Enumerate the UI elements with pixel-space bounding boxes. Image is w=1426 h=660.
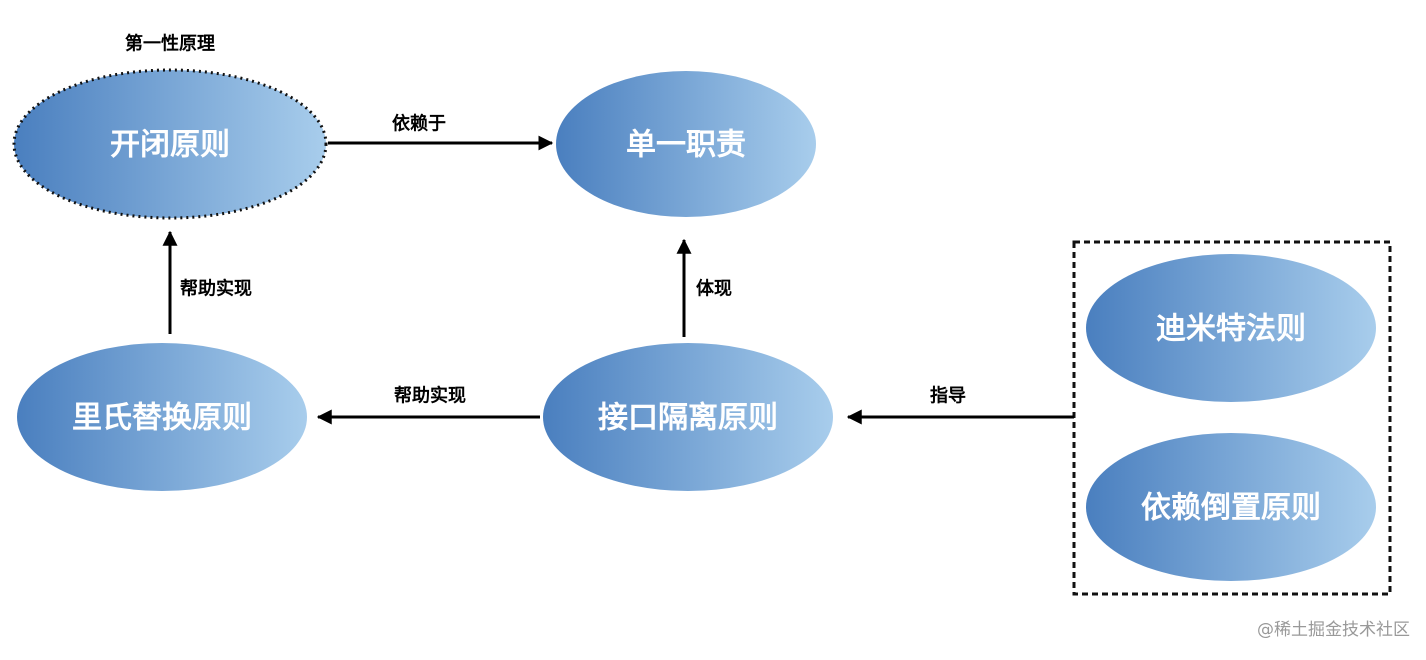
watermark-text: @稀土掘金技术社区: [1257, 620, 1410, 640]
node-liskov: 里氏替换原则: [17, 343, 307, 491]
node-demeter-label: 迪米特法则: [1156, 312, 1306, 347]
edge-guides-label: 指导: [930, 385, 966, 407]
edge-depends-on-label: 依赖于: [392, 113, 446, 135]
edge-guides: 指导: [846, 385, 1074, 425]
edge-depends-on: 依赖于: [328, 113, 554, 151]
edge-helps-realize-vertical: 帮助实现: [162, 230, 252, 334]
node-open-closed-label: 开闭原则: [110, 128, 230, 163]
node-liskov-label: 里氏替换原则: [72, 401, 252, 436]
node-dependency-inversion-label: 依赖倒置原则: [1141, 491, 1321, 526]
edge-helps-realize-horizontal-label: 帮助实现: [394, 385, 466, 407]
node-interface-segregation: 接口隔离原则: [543, 343, 833, 491]
node-interface-segregation-label: 接口隔离原则: [598, 401, 778, 436]
edge-embodies-label: 体现: [696, 278, 732, 300]
node-demeter: 迪米特法则: [1086, 254, 1376, 402]
edge-helps-realize-vertical-label: 帮助实现: [180, 278, 252, 300]
node-single-responsibility-label: 单一职责: [626, 128, 746, 163]
node-single-responsibility: 单一职责: [556, 71, 816, 217]
edge-helps-realize-horizontal: 帮助实现: [316, 385, 540, 425]
node-open-closed: 开闭原则: [12, 68, 328, 220]
first-principle-caption: 第一性原理: [125, 33, 215, 55]
edge-embodies: 体现: [676, 238, 732, 337]
node-dependency-inversion: 依赖倒置原则: [1086, 433, 1376, 581]
